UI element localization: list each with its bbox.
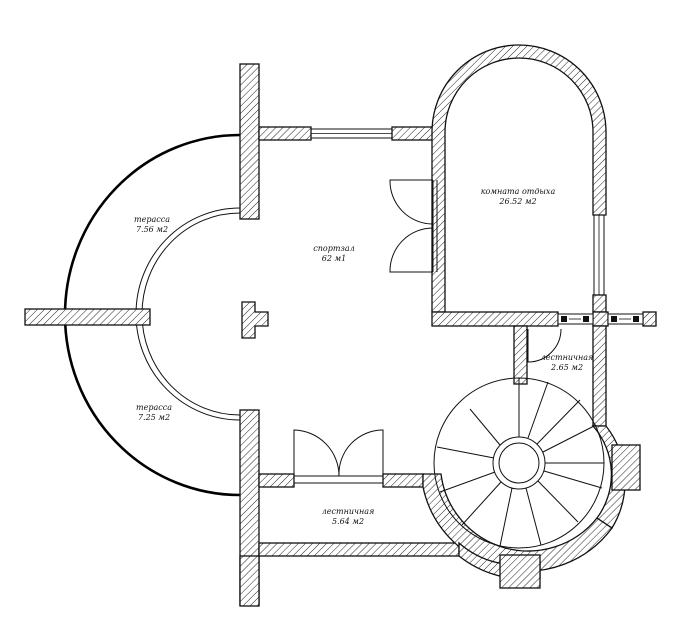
room-area-bottom-corridor: 5.64 м2 xyxy=(332,517,364,526)
room-area-terrace-top: 7.56 м2 xyxy=(136,225,168,234)
wall-bottom-right xyxy=(382,473,424,488)
central-column xyxy=(241,301,269,339)
wall-corridor-right xyxy=(592,325,607,427)
door-double-rest xyxy=(389,179,438,273)
wall-middle-right xyxy=(592,311,609,327)
wall-corridor-left xyxy=(513,325,528,385)
room-area-living: 62 м1 xyxy=(322,254,346,263)
room-area-rest: 26.52 м2 xyxy=(498,197,536,206)
room-name-terrace-top: терасса xyxy=(134,215,170,224)
wall-top-1 xyxy=(258,126,312,141)
room-name-living: спортзал xyxy=(313,244,354,253)
wall-top-2 xyxy=(391,126,437,141)
wall-rest-room-apse xyxy=(431,44,607,313)
terrace-inner-arc-2 xyxy=(141,212,241,416)
terrace-inner-arc xyxy=(135,207,241,421)
wall-lower-left-ext xyxy=(239,555,260,607)
wall-stair-pier-bottom xyxy=(499,554,541,589)
vent-grille-1 xyxy=(557,313,594,325)
wall-bottom-left xyxy=(258,473,295,488)
room-name-terrace-bottom: терасса xyxy=(136,403,172,412)
room-area-terrace-bottom: 7.25 м2 xyxy=(138,413,170,422)
door-small-corridor xyxy=(527,328,562,363)
room-area-small-corridor: 2.65 м2 xyxy=(550,363,583,372)
wall-middle xyxy=(431,311,559,327)
door-double-bottom xyxy=(293,429,384,484)
wall-right-stub xyxy=(642,311,657,327)
vent-grille-2 xyxy=(607,313,644,325)
room-name-small-corridor: лестничная xyxy=(541,353,594,362)
room-name-bottom-corridor: лестничная xyxy=(322,507,375,516)
wall-left-stub xyxy=(24,308,151,326)
wall-bottom-corridor xyxy=(258,542,460,557)
room-name-rest: комната отдыха xyxy=(481,187,556,196)
wall-left-top xyxy=(239,63,260,220)
wall-rest-right-lower xyxy=(592,294,607,313)
wall-stair-pier-right xyxy=(611,444,641,491)
spiral-staircase xyxy=(433,377,605,549)
